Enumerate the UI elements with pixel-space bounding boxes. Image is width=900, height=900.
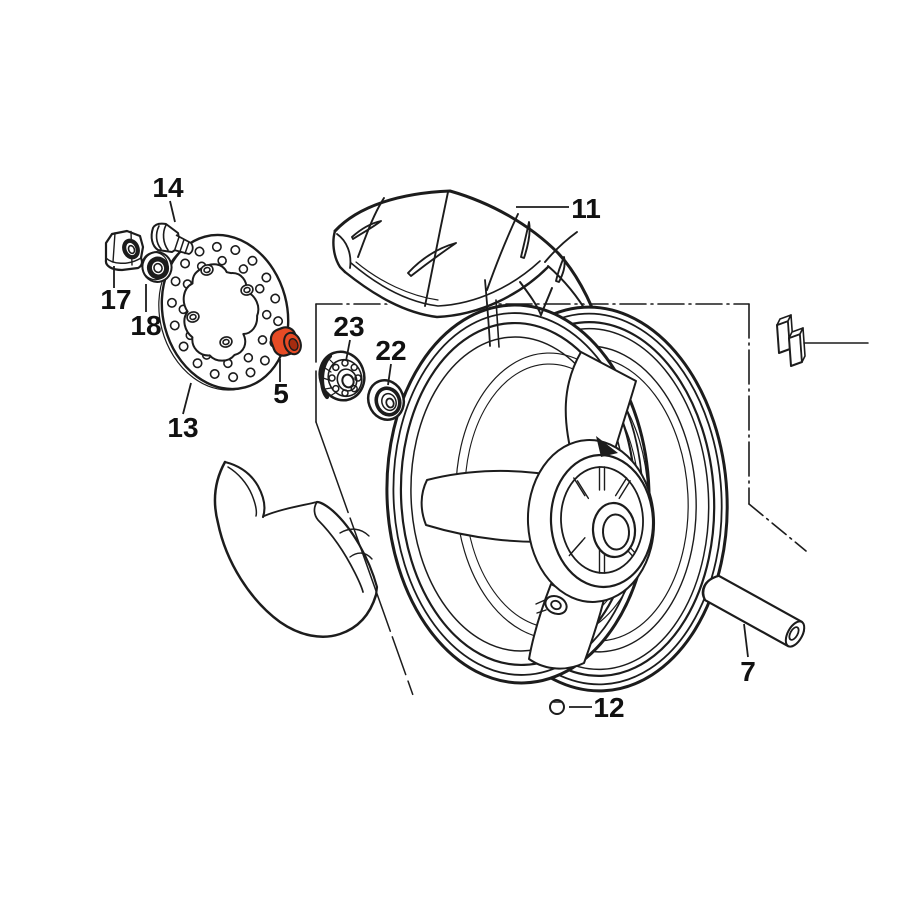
callout-11: 11 (516, 193, 601, 224)
valve-grommet (535, 595, 568, 615)
reference-frame (315, 303, 807, 552)
lower-tire-lip-inner (313, 501, 364, 593)
disc-center-cutout (182, 263, 260, 362)
seal-rubber-ring (374, 386, 402, 417)
lower-tire-break-mark2 (349, 552, 373, 560)
axle-bore-inner (601, 513, 631, 551)
tire-inner-surface-line (355, 261, 439, 301)
hub (526, 436, 656, 603)
callout-14: 14 (152, 172, 184, 223)
callout-22: 22 (375, 335, 407, 386)
balance-weight (776, 314, 869, 367)
side-collar-highlight (269, 326, 302, 357)
brake-disc (158, 233, 290, 391)
flange-nut (104, 229, 145, 272)
callout-label-22: 22 (375, 335, 406, 366)
washer-rubber-ring (146, 256, 170, 280)
callout-7: 7 (740, 623, 756, 687)
callout-label-23: 23 (333, 311, 364, 342)
valve-symbol (549, 699, 565, 715)
collar-bore (288, 337, 299, 352)
disc-bolt-holes (186, 264, 254, 348)
callout-12: 12 (549, 692, 625, 723)
lower-tire-top-edge (263, 501, 318, 517)
bearing-bore (341, 373, 355, 389)
callout-label-18: 18 (130, 310, 161, 341)
tire-cut-outer (332, 229, 347, 274)
callout-label-14: 14 (152, 172, 184, 203)
callout-label-12: 12 (593, 692, 624, 723)
spacer-bore (788, 626, 800, 641)
wheel (385, 303, 729, 693)
lower-tire-break-mark (339, 528, 370, 537)
tire-cut-inner (336, 233, 352, 269)
tire-bead-lower (343, 265, 550, 319)
frame-axis-line (748, 503, 807, 552)
bearing-hatch (322, 359, 336, 397)
tire-tread-grooves (351, 191, 578, 307)
hub-ribs (568, 466, 636, 574)
callout-5: 5 (273, 359, 289, 409)
callout-13: 13 (167, 382, 199, 443)
lower-tire-fill (214, 462, 377, 637)
disc-bolt (150, 222, 194, 255)
tire-section-lower (213, 460, 379, 638)
lower-tire-cut-outer (223, 460, 266, 519)
washer-grommet (141, 251, 173, 283)
tire-bead-upper (350, 260, 541, 307)
tire-outer-edge (333, 189, 602, 331)
callout-label-11: 11 (571, 193, 601, 224)
lower-tire-outer (213, 460, 378, 638)
callout-label-5: 5 (273, 378, 289, 409)
axle-spacer (701, 574, 806, 648)
callout-label-13: 13 (167, 412, 198, 443)
hub-shadow-wedge (596, 436, 618, 457)
tire-body-fill (334, 191, 600, 329)
bolt-threads (174, 236, 190, 255)
callout-label-7: 7 (740, 656, 756, 687)
callout-18: 18 (130, 284, 162, 341)
tire-overlap-lines (484, 279, 553, 348)
callout-23: 23 (333, 311, 365, 362)
callout-label-17: 17 (100, 284, 131, 315)
bearing-shaded-side (319, 353, 333, 400)
wheel-bearing (318, 350, 366, 402)
lower-tire-cut-inner (227, 466, 258, 517)
lower-tire-lip-outer (315, 500, 379, 597)
callout-17: 17 (100, 266, 132, 315)
section-cut-line (315, 421, 420, 713)
tire-section-upper (332, 189, 602, 331)
dust-seal (366, 379, 406, 421)
seal-bore (385, 397, 395, 409)
